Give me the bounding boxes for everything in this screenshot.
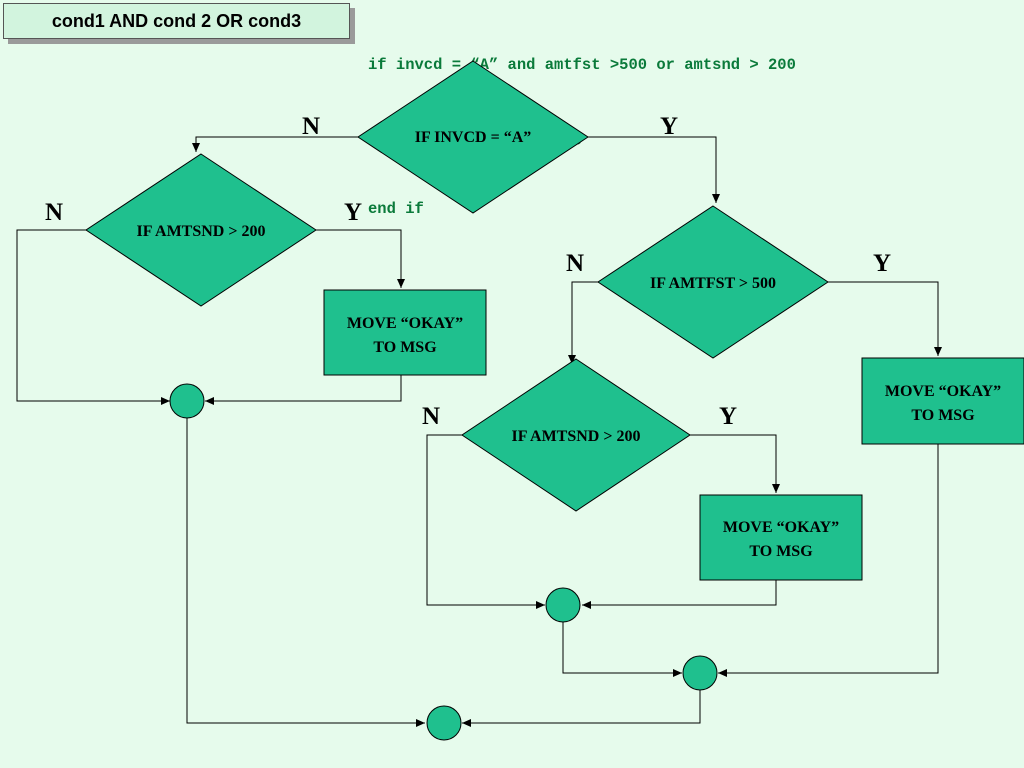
- edge-move-right-merge: [718, 444, 939, 677]
- action-move-okay-right-line1: MOVE “OKAY”: [885, 383, 1001, 400]
- edge-amtsnd-mid-no: [426, 434, 545, 609]
- label-amtfst-yes: Y: [873, 250, 891, 277]
- edge-amtfst-yes: [828, 281, 942, 356]
- action-move-okay-right-line2: TO MSG: [911, 407, 975, 424]
- decision-amtfst: [597, 205, 829, 359]
- edge-amtsnd-left-yes: [316, 229, 405, 288]
- code-line-3: end if: [368, 200, 424, 218]
- merge-node-left: [169, 383, 205, 419]
- action-move-okay-right: [861, 357, 1024, 445]
- merge-node-final: [426, 705, 462, 741]
- merge-node-right: [682, 655, 718, 691]
- edge-merge2-merge3: [562, 622, 682, 677]
- edge-invcd-yes: [588, 136, 720, 203]
- decision-amtsnd-mid-label: IF AMTSND > 200: [512, 428, 641, 445]
- label-invcd-yes: Y: [660, 113, 678, 140]
- decision-invcd-label: IF INVCD = “A”: [415, 129, 532, 146]
- label-amtfst-no: N: [566, 250, 584, 277]
- edge-amtsnd-mid-yes: [690, 434, 780, 493]
- edge-merge3-final: [462, 690, 701, 727]
- label-amtsnd-mid-yes: Y: [719, 403, 737, 430]
- label-amtsnd-left-no: N: [45, 199, 63, 226]
- merge-node-mid: [545, 587, 581, 623]
- action-move-okay-left-line2: TO MSG: [373, 339, 437, 356]
- decision-amtsnd-left: [85, 153, 317, 307]
- decision-invcd: [357, 60, 589, 214]
- label-invcd-no: N: [302, 113, 320, 140]
- label-amtsnd-left-yes: Y: [344, 199, 362, 226]
- label-amtsnd-mid-no: N: [422, 403, 440, 430]
- slide-title: cond1 AND cond 2 OR cond3: [3, 3, 350, 39]
- edge-move-mid-merge: [582, 580, 777, 609]
- decision-amtsnd-mid: [461, 358, 691, 512]
- action-move-okay-mid: [699, 494, 863, 581]
- edge-invcd-no: [192, 136, 358, 152]
- action-move-okay-left-line1: MOVE “OKAY”: [347, 315, 463, 332]
- action-move-okay-left: [323, 289, 487, 376]
- edge-merge1-final: [186, 418, 425, 727]
- edge-move-left-merge: [205, 375, 402, 405]
- edge-amtsnd-left-no: [16, 229, 170, 405]
- edge-amtfst-no: [568, 281, 598, 364]
- decision-amtsnd-left-label: IF AMTSND > 200: [137, 223, 266, 240]
- code-line-1: if invcd = “A” and amtfst >500 or amtsnd…: [368, 56, 796, 74]
- action-move-okay-mid-line1: MOVE “OKAY”: [723, 519, 839, 536]
- action-move-okay-mid-line2: TO MSG: [749, 543, 813, 560]
- decision-amtfst-label: IF AMTFST > 500: [650, 275, 776, 292]
